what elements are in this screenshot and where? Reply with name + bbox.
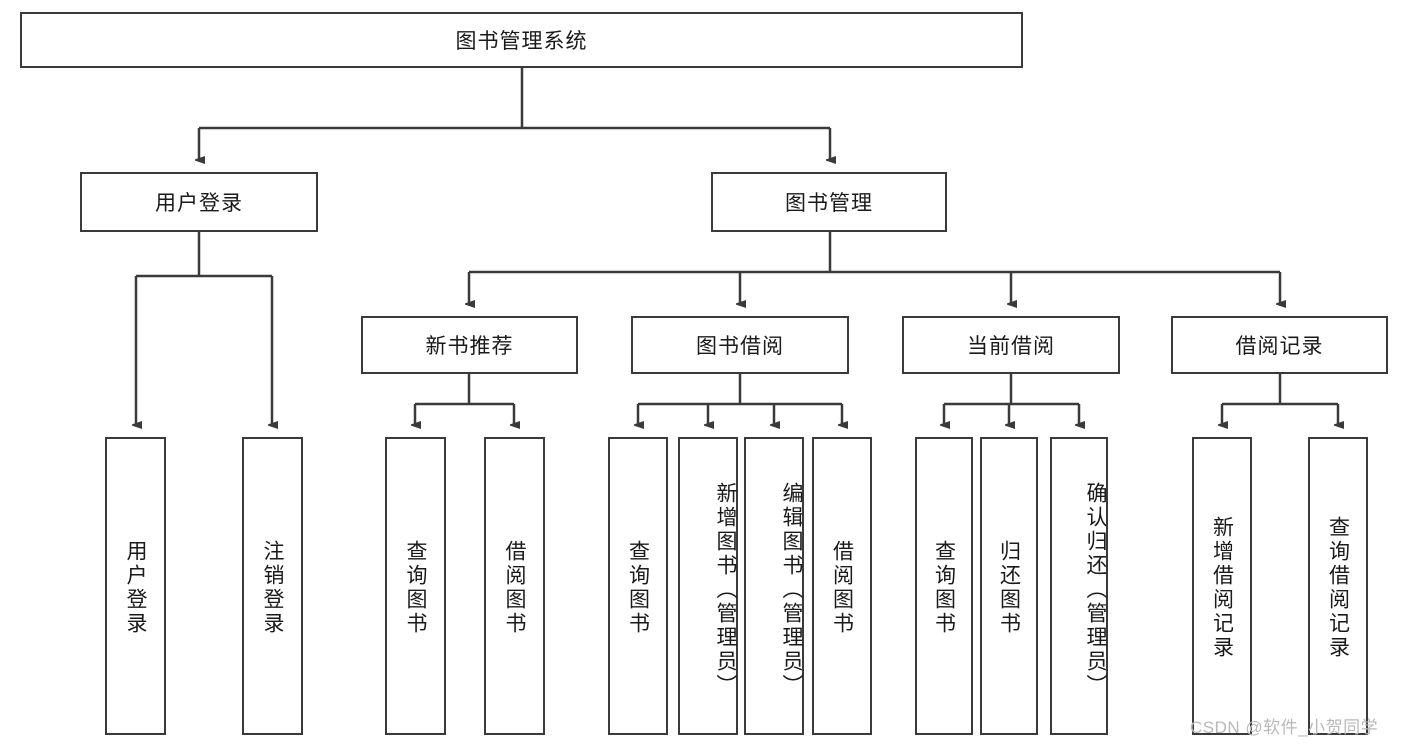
node-current-borrow[interactable]: 当前借阅 [902, 316, 1120, 374]
node-new-book-recommend[interactable]: 新书推荐 [361, 316, 578, 374]
leaf-user-login[interactable]: 用户登录 [105, 437, 166, 735]
leaf-nbr-query-book[interactable]: 查询图书 [385, 437, 446, 735]
leaf-cb-confirm-return[interactable]: 确认归还（管理员） [1050, 437, 1108, 735]
leaf-bb-query-book[interactable]: 查询图书 [608, 437, 668, 735]
leaf-label: 借阅图书 [503, 540, 526, 636]
leaf-label: 确认归还（管理员） [1084, 482, 1107, 698]
leaf-label: 查询图书 [932, 540, 956, 636]
leaf-cb-query-book[interactable]: 查询图书 [915, 437, 973, 735]
leaf-label: 查询图书 [626, 540, 650, 636]
leaf-label: 新增图书（管理员） [714, 482, 737, 698]
leaf-label: 查询图书 [404, 540, 427, 636]
node-book-manage[interactable]: 图书管理 [711, 172, 947, 232]
leaf-label: 查询借阅记录 [1326, 516, 1350, 660]
leaf-cb-return-book[interactable]: 归还图书 [980, 437, 1038, 735]
leaf-label: 注销登录 [261, 540, 284, 636]
leaf-user-logout[interactable]: 注销登录 [242, 437, 303, 735]
leaf-label: 用户登录 [124, 540, 147, 636]
watermark-text: CSDN @软件_小贺同学 [1190, 718, 1379, 737]
leaf-label: 借阅图书 [830, 540, 854, 636]
leaf-nbr-borrow-book[interactable]: 借阅图书 [484, 437, 545, 735]
leaf-label: 归还图书 [997, 540, 1021, 636]
node-borrow-record[interactable]: 借阅记录 [1171, 316, 1388, 374]
node-root[interactable]: 图书管理系统 [20, 12, 1023, 68]
leaf-bb-edit-book[interactable]: 编辑图书（管理员） [744, 437, 804, 735]
node-book-borrow[interactable]: 图书借阅 [631, 316, 849, 374]
leaf-br-query-record[interactable]: 查询借阅记录 [1308, 437, 1368, 735]
leaf-bb-borrow-book[interactable]: 借阅图书 [812, 437, 872, 735]
leaf-br-add-record[interactable]: 新增借阅记录 [1192, 437, 1252, 735]
leaf-bb-add-book[interactable]: 新增图书（管理员） [678, 437, 738, 735]
node-user-login[interactable]: 用户登录 [80, 172, 318, 232]
leaf-label: 新增借阅记录 [1210, 516, 1234, 660]
leaf-label: 编辑图书（管理员） [780, 482, 803, 698]
